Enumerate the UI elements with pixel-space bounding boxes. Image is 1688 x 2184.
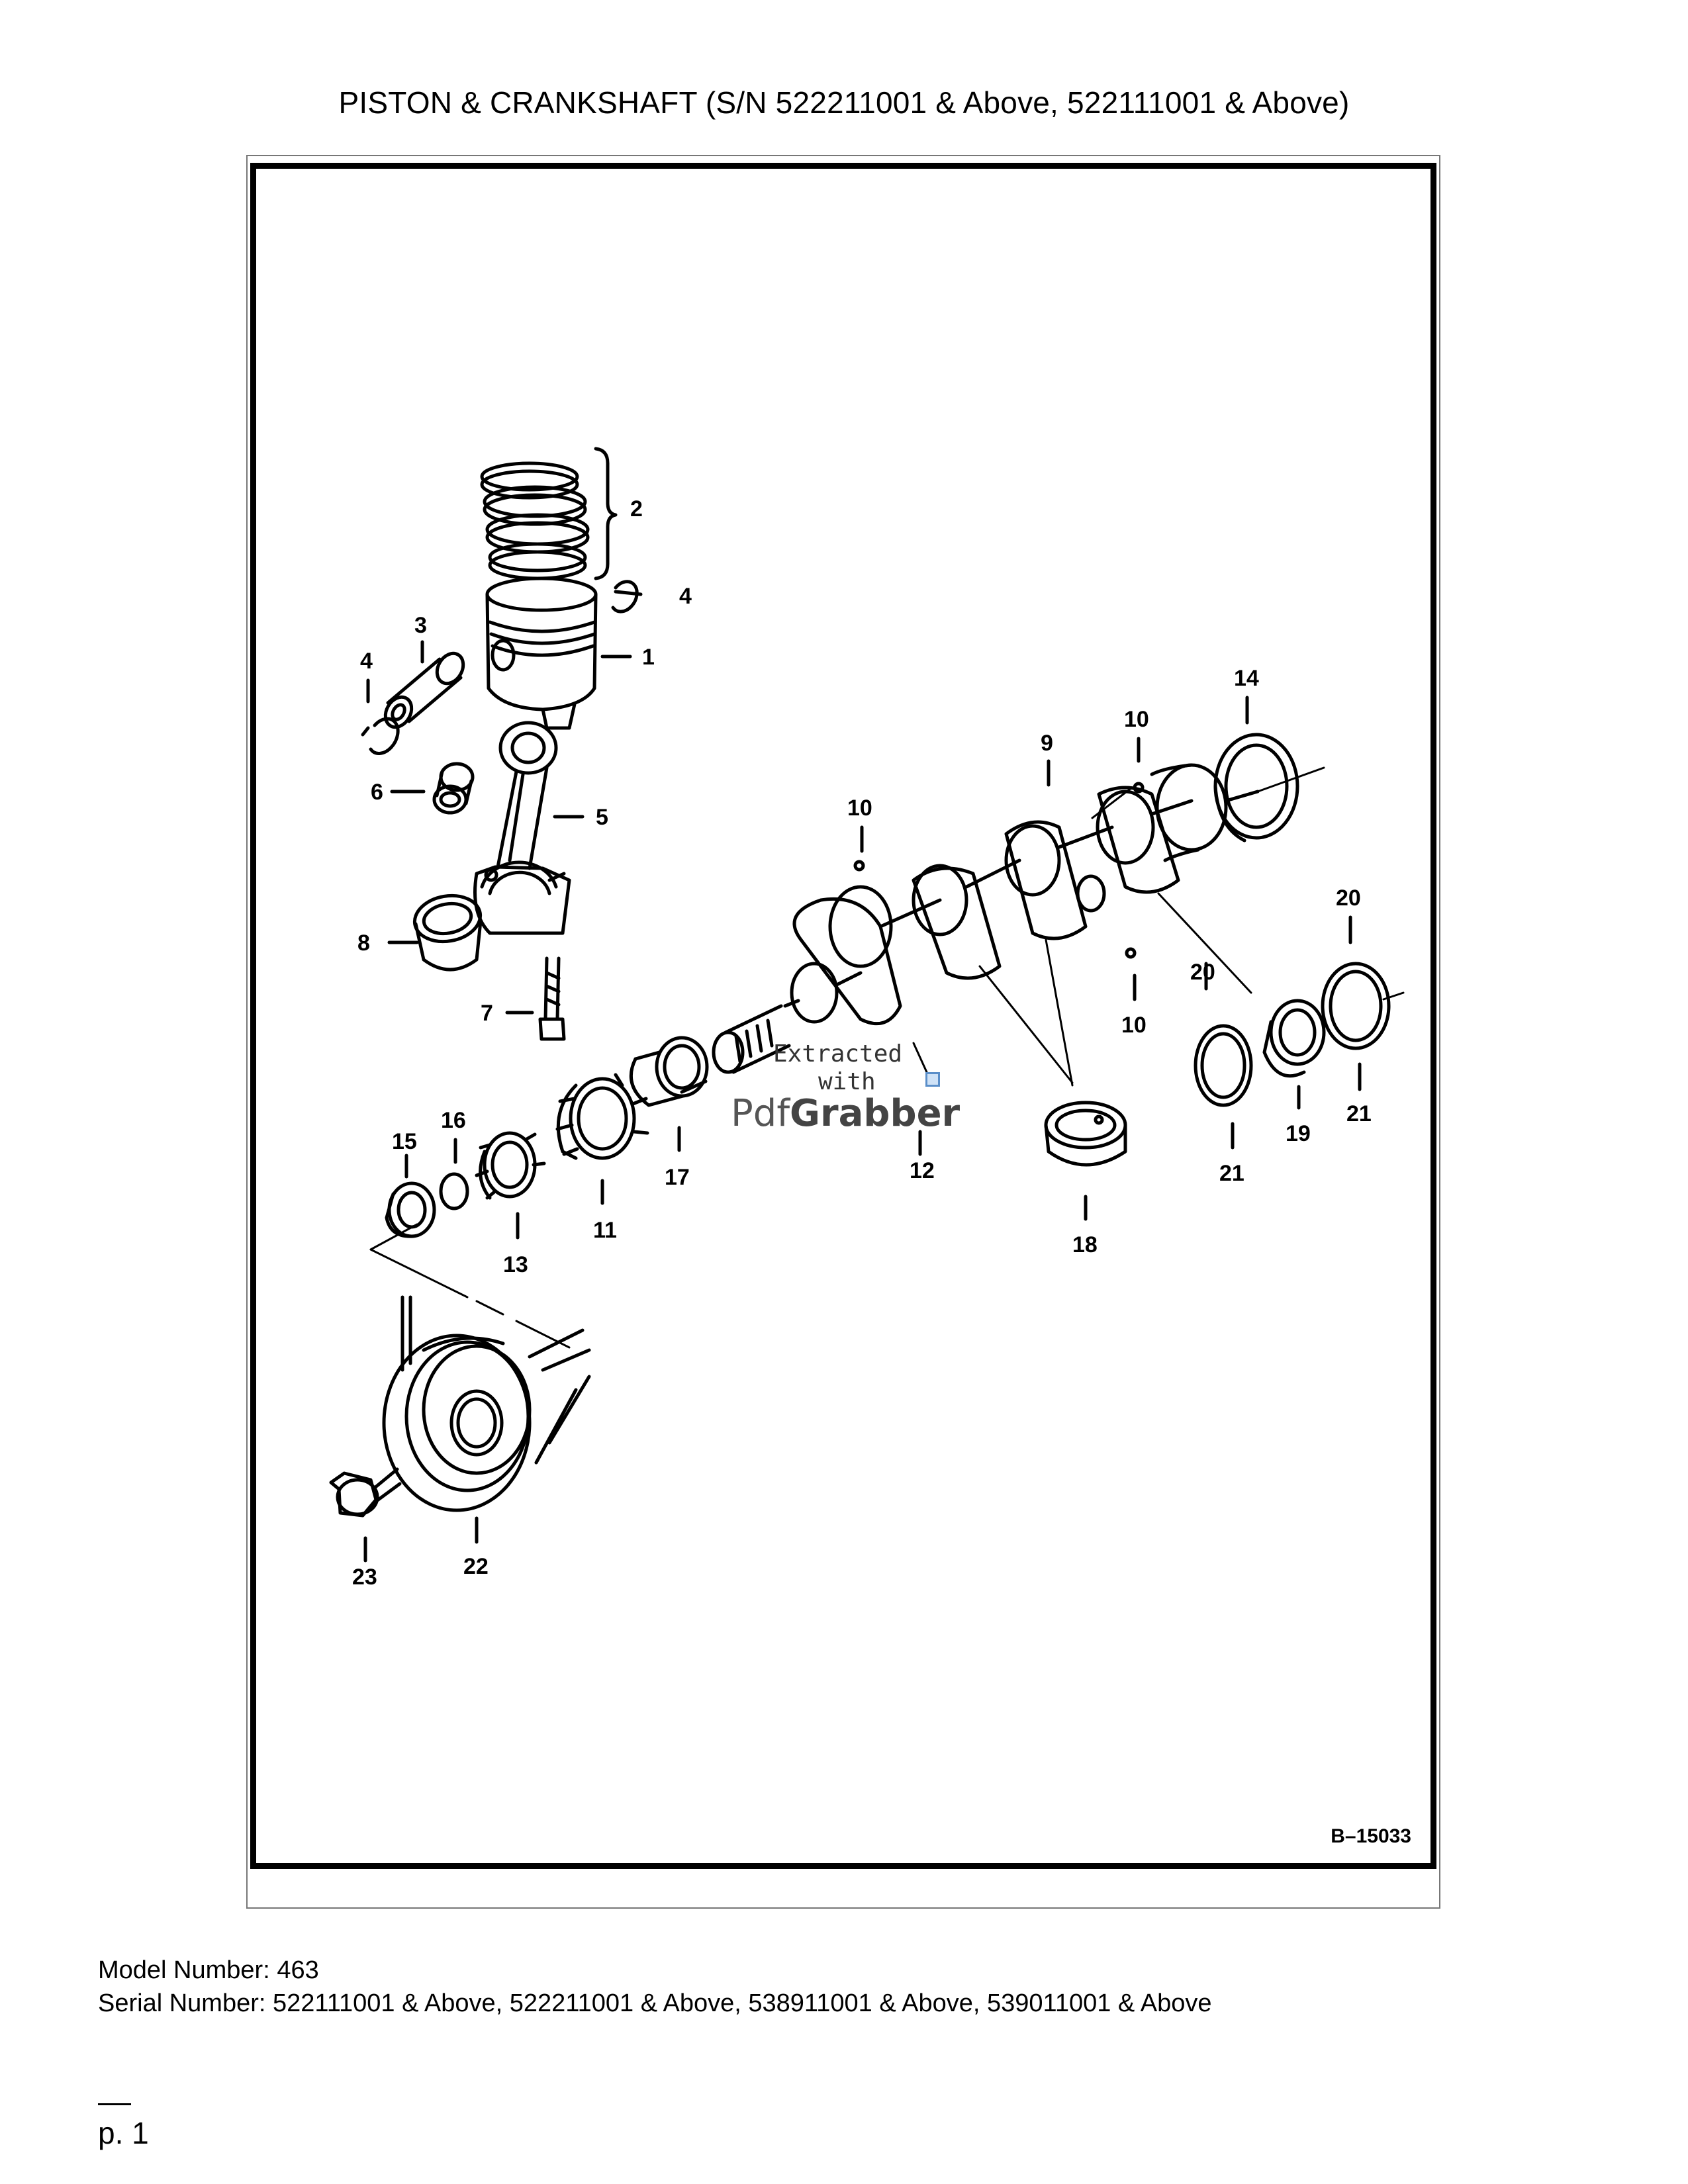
callout-label: 22 xyxy=(463,1554,489,1579)
main-bearing-front-drawing xyxy=(629,1036,709,1107)
watermark-text-extracted: Extracted xyxy=(773,1040,903,1068)
callout-label: 9 xyxy=(1041,731,1053,756)
callout-label: 11 xyxy=(593,1218,617,1243)
callout-label: 13 xyxy=(503,1252,528,1277)
piston-pin-drawing xyxy=(383,651,465,729)
callout-label: 10 xyxy=(1124,707,1149,732)
callout-label: 1 xyxy=(642,645,655,670)
piston-rings-drawing xyxy=(480,447,618,580)
bushing-drawing xyxy=(432,762,475,815)
callout-label: 21 xyxy=(1219,1161,1244,1186)
callout-label: 12 xyxy=(910,1158,935,1183)
o-ring-drawing xyxy=(439,1172,469,1210)
rod-bearing-drawing xyxy=(412,893,483,972)
watermark-logo: PdfGrabber xyxy=(731,1092,960,1135)
callout-label: 6 xyxy=(371,780,383,805)
callout-label: 10 xyxy=(1121,1013,1147,1038)
connecting-rod-drawing xyxy=(473,721,571,935)
callout-label: 8 xyxy=(357,931,370,956)
page-title: PISTON & CRANKSHAFT (S/N 522211001 & Abo… xyxy=(338,85,1350,120)
callout-label: 15 xyxy=(392,1129,417,1154)
crank-pulley-drawing xyxy=(382,1295,591,1512)
callout-label: 5 xyxy=(596,805,608,830)
callout-label: 7 xyxy=(481,1001,493,1026)
callout-label: 20 xyxy=(1336,886,1361,911)
drawing-id: B–15033 xyxy=(1331,1825,1411,1847)
crankshaft-drawing xyxy=(712,763,1260,1074)
callout-label: 14 xyxy=(1234,666,1259,691)
callout-label: 4 xyxy=(679,584,692,609)
callout-label: 3 xyxy=(414,613,427,638)
model-number: Model Number: 463 xyxy=(98,1956,319,1984)
serial-number: Serial Number: 522111001 & Above, 522211… xyxy=(98,1989,1212,2017)
watermark-text-with: with xyxy=(818,1068,876,1095)
rear-seal-drawing xyxy=(1213,733,1299,842)
watermark-logo-grabber: Grabber xyxy=(790,1092,961,1135)
diagram-frame xyxy=(250,163,1436,1869)
rear-bearing-drawing xyxy=(1262,999,1326,1078)
piston-drawing xyxy=(485,576,598,730)
callout-label: 16 xyxy=(441,1108,466,1133)
watermark-icon xyxy=(925,1072,940,1087)
main-bearing-center-drawing xyxy=(1044,1101,1127,1167)
diagram-outer-frame xyxy=(246,155,1440,1909)
footer-divider xyxy=(98,2103,131,2105)
page-number: p. 1 xyxy=(98,2116,149,2150)
pulley-bolt-drawing xyxy=(329,1467,402,1518)
callout-label: 4 xyxy=(360,649,373,674)
rod-bolt-drawing xyxy=(538,956,566,1041)
watermark-logo-pdf: Pdf xyxy=(731,1092,790,1135)
callout-label: 19 xyxy=(1286,1121,1311,1146)
callout-label: 20 xyxy=(1190,960,1215,985)
callout-label: 17 xyxy=(665,1165,690,1190)
callout-label: 21 xyxy=(1346,1101,1372,1126)
callout-label: 18 xyxy=(1072,1232,1098,1257)
callout-label: 23 xyxy=(352,1565,377,1590)
callout-label: 10 xyxy=(847,796,872,821)
sprocket-drawing xyxy=(475,1131,546,1200)
callout-label: 2 xyxy=(630,496,643,522)
thrust-washer-drawing xyxy=(1194,962,1391,1107)
crank-gear-drawing xyxy=(555,1073,649,1160)
